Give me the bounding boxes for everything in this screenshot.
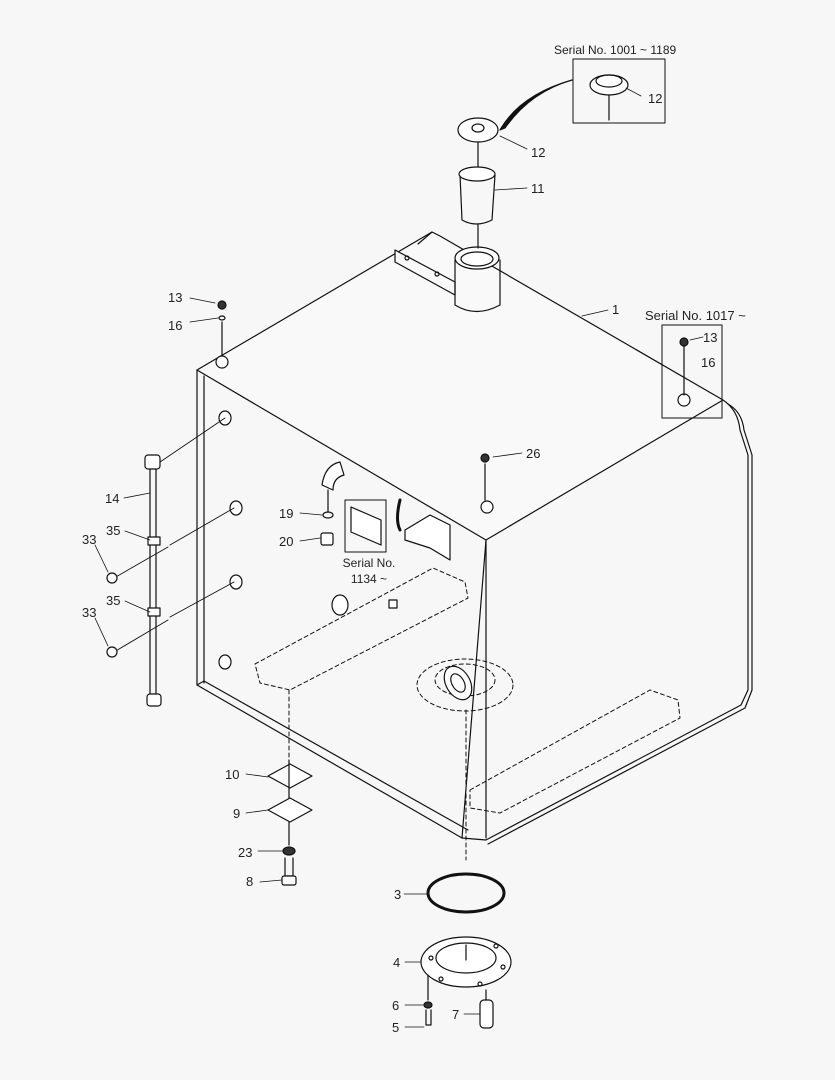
serial-1017-inset: [661, 324, 723, 419]
serial-note-1017: Serial No. 1017 ~: [645, 308, 746, 323]
callout-10: 10: [225, 767, 240, 782]
callout-20: 20: [279, 534, 294, 549]
callout-1: 1: [612, 302, 620, 317]
callout-13-right: 13: [703, 330, 718, 345]
mounting-hardware: [267, 759, 313, 886]
serial-1134-inset: [344, 499, 387, 553]
callout-23: 23: [238, 845, 253, 860]
callout-35-lower: 35: [106, 593, 121, 608]
serial-1001-1189-inset: [572, 58, 666, 124]
callout-3: 3: [394, 887, 402, 902]
callout-16-left: 16: [168, 318, 183, 333]
callout-19: 19: [279, 506, 294, 521]
callout-7: 7: [452, 1007, 460, 1022]
drain-cover: [420, 936, 512, 1029]
serial-note-1001-1189: Serial No. 1001 ~ 1189: [554, 43, 677, 57]
callout-11: 11: [531, 181, 545, 196]
callout-13-left: 13: [168, 290, 183, 305]
handle-assembly: [106, 417, 235, 707]
callout-8: 8: [246, 874, 254, 889]
serial-note-1134-line1: Serial No.: [342, 556, 396, 570]
callout-16-right: 16: [701, 355, 716, 370]
callout-5: 5: [392, 1020, 400, 1035]
serial-note-1134: Serial No. 1134 ~: [336, 555, 402, 587]
callout-12-inset: 12: [648, 91, 663, 106]
callout-33-lower: 33: [82, 605, 97, 620]
internal-baffle-plates: [254, 567, 681, 861]
callout-35-upper: 35: [106, 523, 121, 538]
callout-26: 26: [526, 446, 541, 461]
callout-14: 14: [105, 491, 120, 506]
filler-cap-and-strainer: [457, 117, 499, 249]
serial-note-1134-line2: 1134 ~: [350, 572, 388, 587]
callout-12-cap: 12: [531, 145, 546, 160]
callout-9: 9: [233, 806, 241, 821]
callout-4: 4: [393, 955, 401, 970]
callout-6: 6: [392, 998, 400, 1013]
leader-lines: [94, 135, 609, 1028]
callout-33-upper: 33: [82, 532, 97, 547]
internal-fittings: [215, 355, 691, 670]
tank-body: [196, 231, 753, 845]
drain-port: [443, 665, 473, 701]
o-ring: [426, 872, 506, 914]
